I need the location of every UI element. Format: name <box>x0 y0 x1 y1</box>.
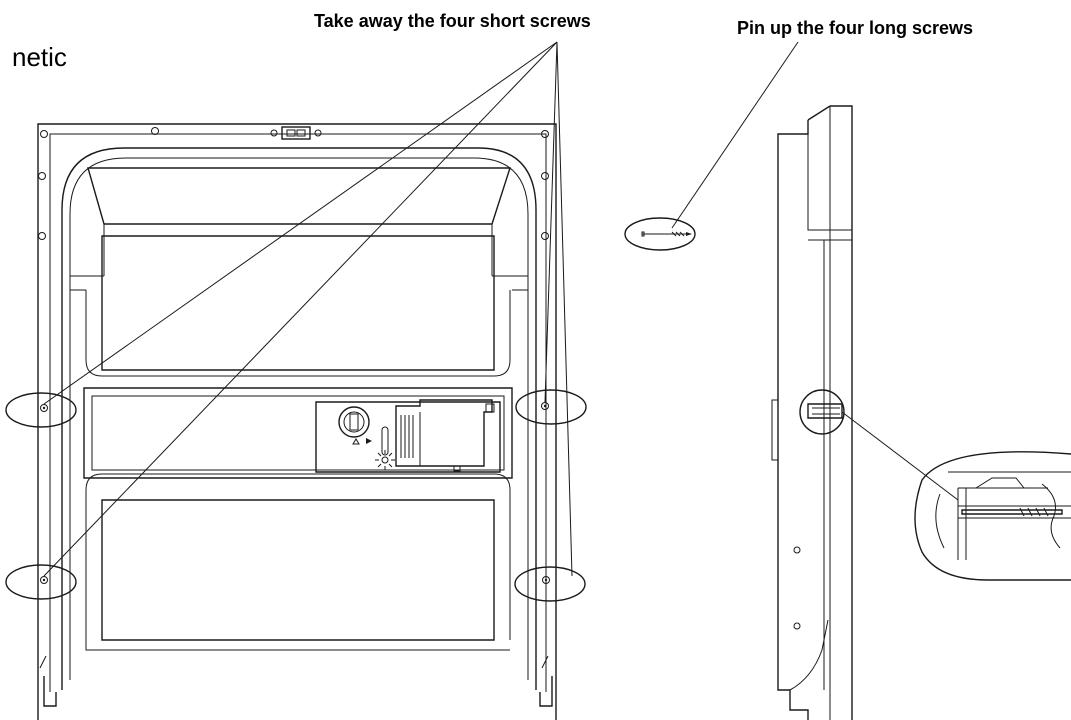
dispenser-knob <box>338 406 370 438</box>
screw-detail-zoom <box>914 451 1071 581</box>
short-screw-bottom-right <box>542 576 550 584</box>
door-latch <box>281 126 311 140</box>
highlight-ellipse-top-right <box>515 389 587 425</box>
short-screw-bottom-left <box>40 576 48 584</box>
rinse-aid-indicator-icon <box>375 450 395 470</box>
long-screw-callout <box>624 41 799 251</box>
long-screws-label: Pin up the four long screws <box>737 18 973 38</box>
door-side-view <box>771 105 959 720</box>
highlight-ellipse-bottom-left <box>5 564 77 600</box>
long-screw-icon <box>641 231 692 237</box>
short-screws-label: Take away the four short screws <box>314 11 591 31</box>
door-front-view <box>5 123 587 720</box>
highlight-ellipse-bottom-right <box>514 566 586 602</box>
cropped-text: netic <box>12 42 67 72</box>
short-screw-top-left <box>40 404 48 412</box>
detergent-dispenser <box>315 399 501 473</box>
detail-marker-circle <box>799 389 845 435</box>
highlight-ellipse-top-left <box>5 392 77 428</box>
short-screws-leader-lines <box>43 41 573 577</box>
short-screw-top-right <box>541 402 549 410</box>
